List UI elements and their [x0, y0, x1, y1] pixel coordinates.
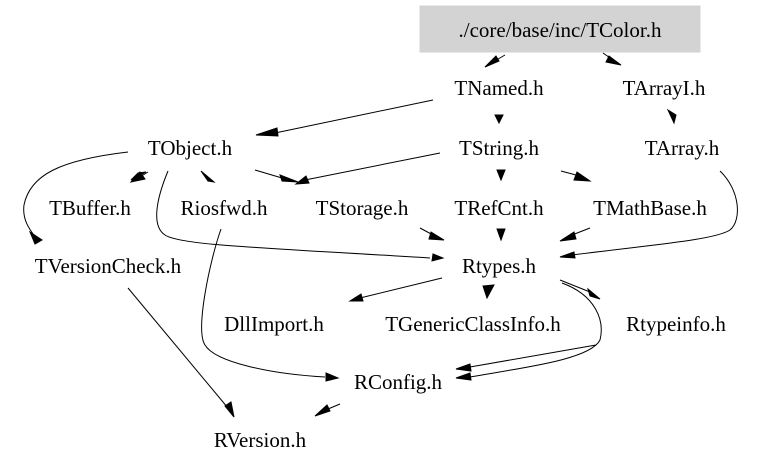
arrowhead [294, 175, 310, 185]
arrowhead [455, 372, 472, 381]
arrowhead [605, 55, 622, 66]
arrowhead [28, 230, 43, 245]
root-node-box [419, 5, 701, 53]
arrowhead [559, 231, 577, 242]
edge-riosfwd-rconfig [201, 228, 326, 378]
arrowhead [224, 401, 235, 418]
edge-tobject-tstorage [254, 169, 283, 179]
edge-tstring-tstorage [304, 152, 441, 181]
arrowhead [428, 231, 445, 241]
edge-tversioncheck-rversion [127, 287, 229, 409]
edge-tobject-riosfwd-arrow [200, 170, 216, 183]
node-dllimport[interactable]: DllImport.h [224, 312, 324, 336]
node-tbuffer[interactable]: TBuffer.h [49, 196, 131, 220]
node-tnamed[interactable]: TNamed.h [454, 76, 544, 100]
node-tarrayi[interactable]: TArrayI.h [623, 76, 706, 100]
edge-tarrayi-tarray-arrow [666, 108, 677, 125]
edge-rtypes-dllimport [359, 277, 443, 299]
arrowhead [348, 293, 364, 302]
node-tarray[interactable]: TArray.h [645, 136, 720, 160]
node-tstring[interactable]: TString.h [459, 136, 539, 160]
node-label: ./core/base/inc/TColor.h [459, 18, 662, 42]
edge-tobject-rtypes [156, 170, 431, 259]
arrowhead [314, 404, 331, 417]
edge-rtypes-rtypeinfo [559, 279, 591, 293]
node-riosfwd[interactable]: Riosfwd.h [181, 196, 268, 220]
node-tmathbase[interactable]: TMathBase.h [593, 196, 707, 220]
edge-tobject-tversioncheck [23, 151, 129, 239]
arrowhead [484, 55, 500, 68]
node-rtypes[interactable]: Rtypes.h [462, 254, 537, 278]
arrowhead [325, 372, 340, 382]
edge-rtypes-rconfig [469, 282, 602, 378]
nodes: ./core/base/inc/TColor.h TNamed.h TArray… [35, 5, 726, 452]
edge-tnamed-tobject [274, 99, 434, 134]
arrowhead [130, 171, 147, 181]
node-tobject[interactable]: TObject.h [148, 136, 233, 160]
node-rversion[interactable]: RVersion.h [214, 428, 307, 452]
arrowhead [559, 251, 576, 259]
node-rconfig[interactable]: RConfig.h [354, 370, 443, 394]
edge-tnamed-tstring-arrow [494, 114, 504, 125]
node-tversioncheck[interactable]: TVersionCheck.h [35, 254, 182, 278]
edge-tarray-rtypes [571, 170, 738, 256]
arrowhead [279, 174, 299, 183]
edge-tstring-tmathbase [560, 170, 577, 176]
edges [23, 52, 738, 418]
node-trefcnt[interactable]: TRefCnt.h [454, 196, 544, 220]
node-tstorage[interactable]: TStorage.h [316, 196, 409, 220]
edge-trefcnt-rtypes-arrow [496, 228, 506, 242]
node-tgenericclassinfo[interactable]: TGenericClassInfo.h [385, 312, 561, 336]
node-rtypeinfo[interactable]: Rtypeinfo.h [626, 312, 726, 336]
edge-rconfig-rversion [327, 403, 341, 410]
arrowhead [587, 287, 601, 300]
node-tcolor[interactable]: ./core/base/inc/TColor.h [419, 5, 701, 53]
edge-rtypeinfo-rconfig [469, 344, 597, 368]
arrowhead [573, 171, 592, 182]
edge-tstring-trefcnt-arrow [496, 169, 506, 182]
arrowhead [455, 363, 472, 372]
arrowhead [255, 127, 279, 137]
edge-rtypes-tgenericclassinfo-arrow [482, 284, 495, 300]
arrowhead [431, 253, 445, 262]
